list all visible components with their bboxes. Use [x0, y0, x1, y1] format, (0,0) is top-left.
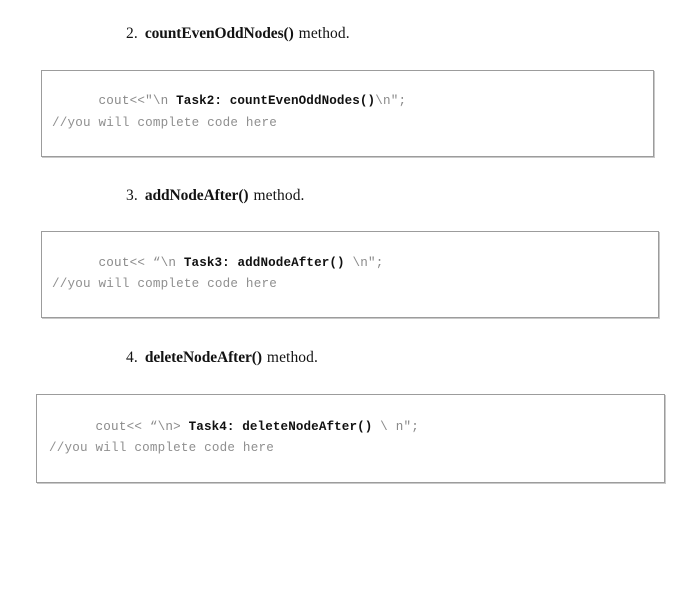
code-block-4: cout<< “\n> Task4: deleteNodeAfter() \ n…: [36, 394, 665, 483]
task-number-2: 2.: [126, 25, 138, 42]
task-heading-4: 4. deleteNodeAfter() method.: [126, 349, 318, 367]
task-heading-tail-4: method.: [266, 349, 318, 366]
code-line-comment-3: //you will complete code here: [52, 277, 277, 291]
code-line-comment-4: //you will complete code here: [49, 441, 274, 455]
task-heading-2: 2. countEvenOddNodes() method.: [126, 25, 350, 43]
code-line-statement-3: cout<< “\n Task3: addNodeAfter() \n";: [52, 242, 384, 284]
task-heading-tail-2: method.: [298, 25, 350, 42]
code-block-3: cout<< “\n Task3: addNodeAfter() \n"; //…: [41, 231, 659, 318]
code-line-statement-4: cout<< “\n> Task4: deleteNodeAfter() \ n…: [49, 406, 419, 448]
code-suffix-4: \ n";: [372, 420, 419, 434]
task-method-name-2: countEvenOddNodes(): [144, 25, 294, 42]
task-number-4: 4.: [126, 349, 138, 366]
task-heading-3: 3. addNodeAfter() method.: [126, 187, 305, 205]
code-prefix-2: cout<<"\n: [98, 94, 177, 108]
code-block-2: cout<<"\n Task2: countEvenOddNodes()\n";…: [41, 70, 654, 157]
code-line-statement-2: cout<<"\n Task2: countEvenOddNodes()\n";: [52, 80, 407, 122]
code-prefix-3: cout<< “\n: [98, 256, 184, 270]
code-task-label-3: Task3: addNodeAfter(): [183, 256, 345, 270]
code-suffix-3: \n";: [344, 256, 384, 270]
task-method-name-3: addNodeAfter(): [144, 187, 249, 204]
task-method-name-4: deleteNodeAfter(): [144, 349, 262, 366]
task-heading-tail-3: method.: [253, 187, 305, 204]
task-number-3: 3.: [126, 187, 138, 204]
code-line-comment-2: //you will complete code here: [52, 116, 277, 130]
code-task-label-4: Task4: deleteNodeAfter(): [188, 420, 373, 434]
code-task-label-2: Task2: countEvenOddNodes(): [176, 94, 376, 108]
code-prefix-4: cout<< “\n>: [95, 420, 189, 434]
code-suffix-2: \n";: [375, 94, 407, 108]
